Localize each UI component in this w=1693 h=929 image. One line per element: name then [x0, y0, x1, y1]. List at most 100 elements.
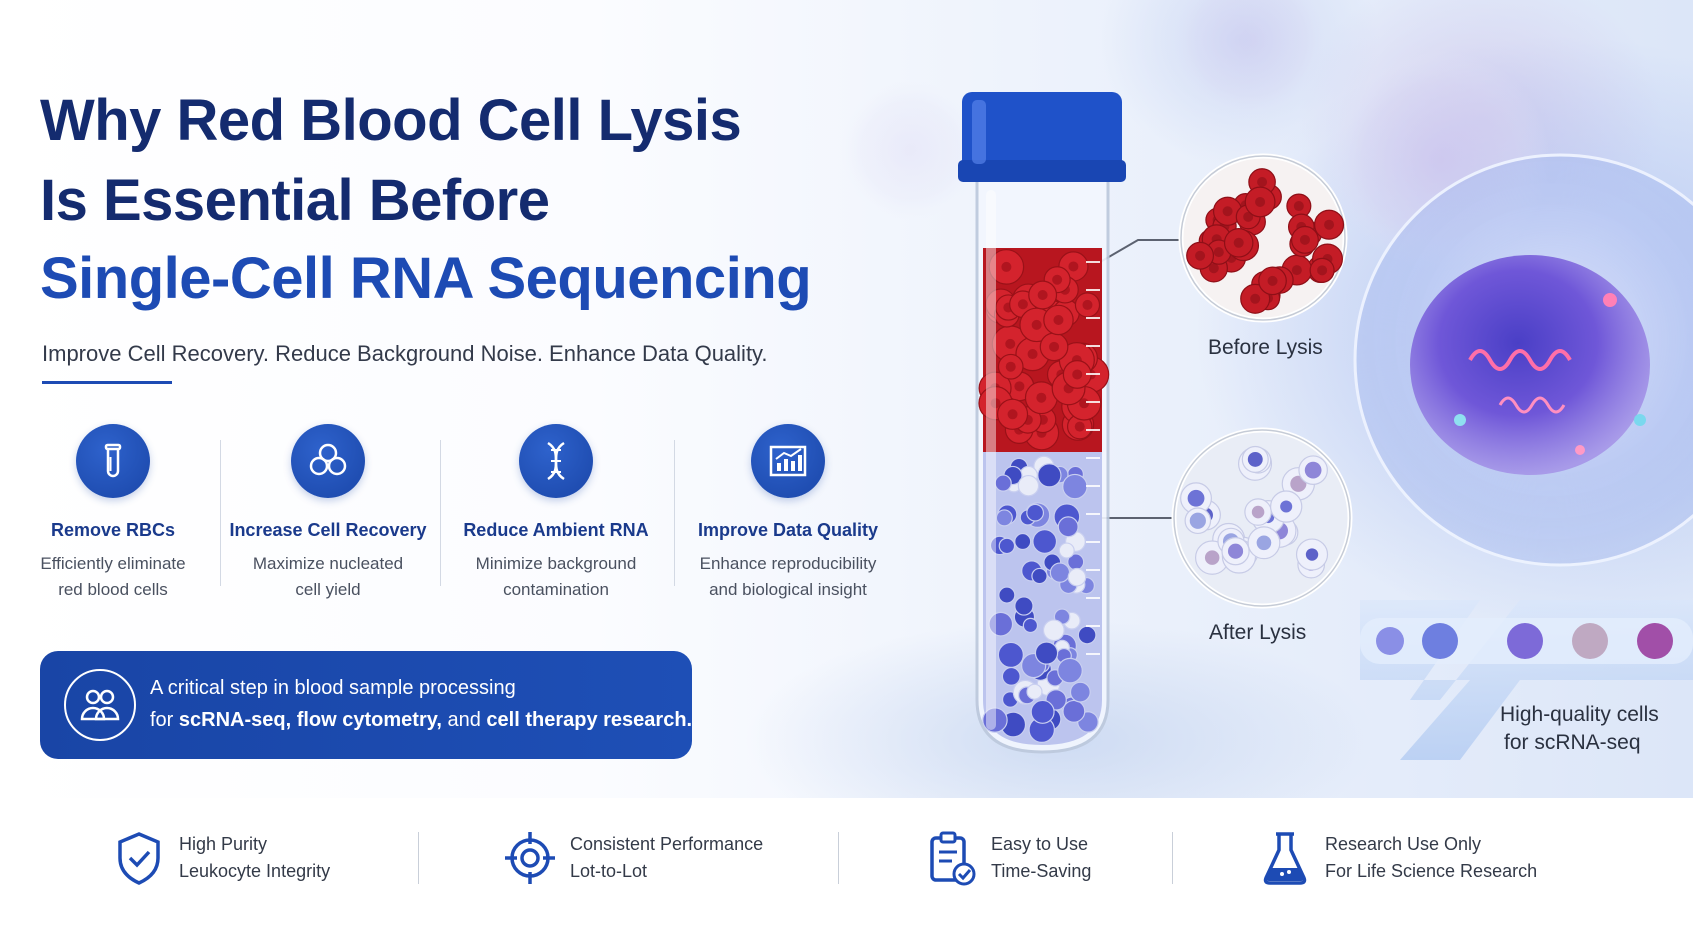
tube-white-blood-cell: [995, 509, 1013, 527]
tube-white-blood-cell: [1067, 567, 1087, 587]
feature-description-line-2: contamination: [503, 580, 609, 599]
people-icon: [64, 669, 136, 741]
red-blood-cell-center: [1257, 176, 1268, 187]
feature-title: Increase Cell Recovery: [229, 520, 427, 540]
white-blood-cell-nucleus: [1227, 543, 1244, 559]
callout-text-line-2: for scRNA-seq, flow cytometry, and cell …: [150, 709, 692, 732]
sorted-cell: [1376, 627, 1404, 655]
white-blood-cell-nucleus: [1304, 461, 1322, 479]
tube-white-blood-cell: [1057, 516, 1079, 538]
dna-icon: [519, 424, 593, 498]
feature-title: Improve Data Quality: [697, 520, 879, 540]
after-lysis-image: [1171, 427, 1353, 609]
high-quality-cells-label-line-2: for scRNA-seq: [1504, 731, 1641, 754]
tube-white-blood-cell: [1026, 503, 1045, 522]
red-blood-cell-center: [1267, 275, 1278, 286]
feature-divider: [440, 440, 441, 586]
tube-white-blood-cell: [1031, 567, 1048, 585]
tube-white-blood-cell: [1017, 474, 1040, 497]
bottom-feature-line-2: For Life Science Research: [1325, 861, 1538, 881]
tube-white-blood-cell: [988, 611, 1014, 637]
white-blood-cell-nucleus: [1247, 451, 1263, 467]
red-blood-cell-center: [1250, 293, 1261, 304]
tube-white-blood-cell: [1014, 532, 1032, 551]
tube-white-blood-cell: [1022, 617, 1039, 634]
high-quality-cells-label-line-1: High-quality cells: [1500, 703, 1659, 726]
feature-reduce-ambient-rna: Reduce Ambient RNA Minimize background c…: [451, 424, 661, 603]
subtitle-underline: [42, 381, 172, 384]
tube-red-blood-cell-center: [1082, 299, 1093, 310]
bottom-feature-line-2: Lot-to-Lot: [570, 861, 648, 881]
bottom-feature-line-1: Easy to Use: [991, 834, 1089, 854]
shield-check-icon: [118, 832, 160, 885]
bottom-divider: [1172, 832, 1173, 884]
tube-red-blood-cell-center: [1052, 274, 1063, 285]
tube-red-blood-cell-center: [1079, 398, 1090, 409]
white-blood-cell-nucleus: [1280, 500, 1293, 513]
red-blood-cell-center: [1293, 201, 1304, 212]
page-title-line-3: Single-Cell RNA Sequencing: [40, 246, 812, 311]
cell-nucleus-illustration: [1410, 255, 1650, 475]
red-blood-cell-center: [1233, 237, 1244, 248]
organelle-dot: [1575, 445, 1585, 455]
bottom-feature-line-1: Consistent Performance: [570, 834, 764, 854]
sorted-cell: [1422, 623, 1458, 659]
feature-description-line-1: Minimize background: [475, 554, 637, 573]
bottom-feature-line-1: High Purity: [179, 834, 268, 854]
organelle-dot: [1603, 293, 1617, 307]
red-blood-cell-center: [1222, 206, 1233, 217]
tube-white-blood-cell: [1062, 699, 1086, 723]
bottom-feature-line-1: Research Use Only: [1325, 834, 1482, 854]
feature-divider: [674, 440, 675, 586]
tube-red-blood-cell-center: [1017, 299, 1028, 310]
tube-white-blood-cell: [1026, 683, 1043, 700]
tube-white-blood-cell: [998, 537, 1016, 555]
background-cell: [1170, 0, 1330, 120]
before-lysis-image: [1178, 153, 1348, 323]
tube-white-blood-cell: [1058, 542, 1075, 559]
tube-red-blood-cell-center: [1049, 341, 1060, 352]
tube-red-blood-cell-center: [1072, 369, 1083, 380]
bottom-feature-bar: High Purity Leukocyte Integrity Consiste…: [0, 798, 1693, 929]
tube-cap-shine: [972, 100, 986, 164]
tube-red-blood-cell-center: [1001, 261, 1012, 272]
callout-banner: A critical step in blood sample processi…: [40, 651, 692, 759]
tube-glass-highlight: [986, 190, 996, 730]
cell-cluster-icon: [291, 424, 365, 498]
tube-red-blood-cell-center: [1007, 409, 1018, 420]
feature-increase-cell-recovery: Increase Cell Recovery Maximize nucleate…: [223, 424, 433, 603]
red-blood-cell-center: [1208, 263, 1219, 274]
tube-red-blood-cell-center: [1027, 349, 1038, 360]
feature-description-line-1: Maximize nucleated: [252, 554, 404, 573]
page-title-line-1: Why Red Blood Cell Lysis: [40, 88, 742, 153]
bottom-feature-line-2: Leukocyte Integrity: [179, 861, 331, 881]
red-blood-cell-center: [1291, 265, 1302, 276]
before-lysis-label: Before Lysis: [1208, 336, 1323, 359]
sorted-cell: [1637, 623, 1673, 659]
tube-white-blood-cell: [997, 641, 1024, 668]
callout-text-conjunction: and: [441, 709, 487, 731]
tube-white-blood-cell: [1001, 666, 1021, 686]
tube-white-blood-cell: [998, 586, 1016, 604]
white-blood-cell-nucleus: [1189, 512, 1206, 529]
tube-red-blood-cell-center: [1014, 381, 1025, 392]
tube-white-blood-cell: [1057, 657, 1083, 684]
white-blood-cell-nucleus: [1187, 489, 1205, 507]
tube-red-blood-cell-center: [1053, 314, 1064, 325]
tube-red-blood-cell-center: [1074, 421, 1085, 432]
bottom-divider: [838, 832, 839, 884]
tube-red-blood-cell-center: [990, 398, 1001, 409]
callout-bold-research: cell therapy research.: [486, 709, 693, 731]
callout-text-prefix: for: [150, 709, 179, 731]
white-blood-cell-nucleus: [1256, 535, 1272, 551]
tube-cap: [962, 92, 1122, 176]
tube-white-blood-cell: [1042, 619, 1065, 642]
red-blood-cell-center: [1213, 247, 1224, 258]
rna-strand-illustration: [1498, 396, 1566, 414]
feature-improve-data-quality: Improve Data Quality Enhance reproducibi…: [683, 424, 893, 603]
white-blood-cell-nucleus: [1204, 550, 1220, 565]
feature-description-line-2: cell yield: [295, 580, 361, 599]
background-cell: [840, 80, 980, 220]
feature-description-line-1: Enhance reproducibility: [699, 554, 877, 573]
tube-white-blood-cell: [1030, 699, 1055, 724]
